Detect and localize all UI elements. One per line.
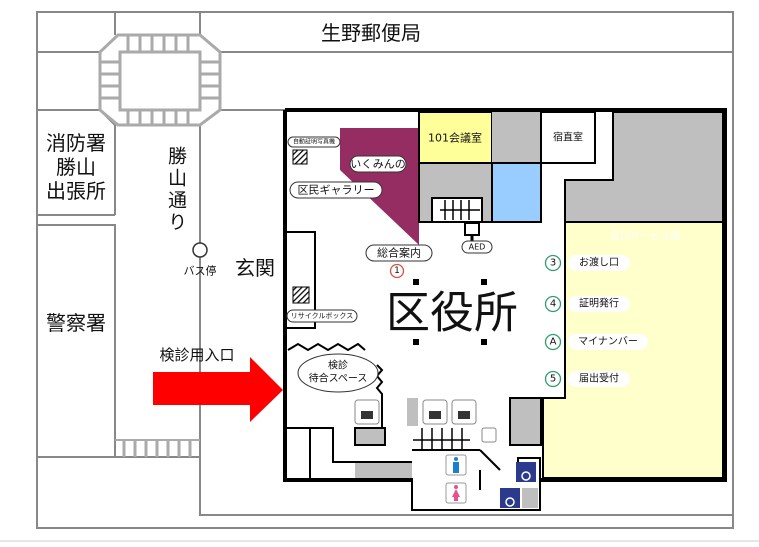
men-toilet-icon xyxy=(445,454,467,476)
waiting-space-label-2: 待合スペース xyxy=(309,372,368,385)
elevator-icon xyxy=(451,399,477,425)
photo-booth-label: 自動証明写真機 xyxy=(293,138,335,146)
fire-station-label-1: 消防署 xyxy=(46,131,106,155)
ikumin-label: いくみんの xyxy=(350,158,405,171)
accessible-toilet-icon xyxy=(500,488,520,508)
info-desk-label: 総合案内 xyxy=(377,246,421,260)
women-toilet-icon xyxy=(445,482,467,504)
svg-text:届出受付: 届出受付 xyxy=(579,372,619,385)
service-section-label: 窓口サービス課 xyxy=(610,230,680,243)
aed-label: AED xyxy=(469,243,486,252)
aed-icon xyxy=(464,222,480,236)
entrance-label: 玄関 xyxy=(235,256,275,280)
svg-text:お渡し口: お渡し口 xyxy=(579,256,619,269)
counter-4: 4 証明発行 xyxy=(544,295,630,313)
night-duty-room xyxy=(540,111,596,164)
gallery-label: 区民ギャラリー xyxy=(298,184,375,197)
street-label: 勝山通り xyxy=(165,146,187,234)
svg-text:マイナンバー: マイナンバー xyxy=(578,336,638,348)
accessible-toilet-icon xyxy=(516,462,536,482)
phone-icon xyxy=(481,427,497,443)
selection-handles xyxy=(413,279,487,345)
meeting-room xyxy=(418,111,493,164)
fire-station-label-3: 出張所 xyxy=(46,179,106,203)
counter-3: 3 お渡し口 xyxy=(544,254,630,272)
post-office-label: 生野郵便局 xyxy=(321,21,421,45)
bus-stop-icon xyxy=(192,242,208,258)
night-duty-label: 宿直室 xyxy=(553,131,583,144)
waiting-space-label-1: 検診 xyxy=(328,359,348,372)
roads xyxy=(36,11,734,529)
bus-stop-label: バス停 xyxy=(184,264,217,278)
fire-station-label-2: 勝山 xyxy=(56,155,96,179)
checkup-entrance-label: 検診用入口 xyxy=(159,346,234,364)
svg-text:3: 3 xyxy=(550,258,556,269)
police-label: 警察署 xyxy=(46,311,106,335)
svg-text:5: 5 xyxy=(550,374,556,385)
ward-office-title: 区役所 xyxy=(386,288,518,339)
svg-text:A: A xyxy=(550,337,557,348)
counter-a: A マイナンバー xyxy=(544,333,648,351)
counter-5: 5 届出受付 xyxy=(544,370,630,388)
info-desk-number: 1 xyxy=(394,266,400,276)
recycle-box-label: リサイクルボックス xyxy=(291,312,353,320)
elevator-icon xyxy=(422,399,448,425)
meeting-room-label: 101会議室 xyxy=(428,131,482,145)
entrance-arrow-icon xyxy=(153,357,283,422)
elevator-icon xyxy=(354,399,380,425)
svg-text:証明発行: 証明発行 xyxy=(579,297,619,310)
svg-text:4: 4 xyxy=(550,299,556,310)
